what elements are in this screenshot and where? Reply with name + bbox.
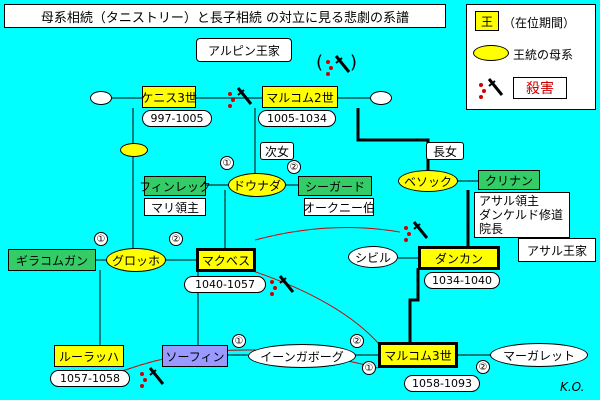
marriage-number: ② (476, 360, 490, 374)
mother-oval-unnamed (120, 143, 148, 157)
title-mormaer-moray: マリ領主 (144, 198, 206, 216)
house-alpin: アルピン王家 (196, 38, 292, 62)
legend-mother-label: 王統の母系 (513, 48, 574, 62)
title-abbot-line: ダンケルド修道 (479, 208, 564, 222)
uncertain-murder: ) (350, 52, 358, 73)
reign-malcolm3: 1058-1093 (404, 375, 480, 392)
legend-dagger-icon (479, 78, 504, 99)
noble-sigurd: シーガード (298, 176, 372, 196)
reign-macbeth: 1040-1057 (184, 276, 266, 293)
murder-dagger-icon (270, 275, 295, 296)
page-title: 母系相続（タニストリー）と長子相続 の対立に見る悲劇の系譜 (4, 4, 446, 28)
person-ingibjorg: イーンガボーグ (248, 344, 356, 368)
king-macbeth: マクベス (196, 248, 256, 272)
king-lulach: ルーラッハ (54, 345, 124, 367)
relation-second-daughter: 次女 (260, 142, 294, 160)
murder-dagger-icon (326, 55, 351, 76)
noble-gillacomgain: ギラコムガン (8, 249, 96, 271)
reign-malcolm2: 1005-1034 (258, 110, 336, 127)
legend: 王 （在位期間） 王統の母系 殺害 (466, 4, 596, 110)
marriage-number: ① (220, 156, 234, 170)
noble-finlaech: フィンレック (139, 176, 211, 196)
king-duncan: ダンカン (418, 246, 500, 270)
marriage-number: ② (169, 232, 183, 246)
relation-eldest-daughter: 長女 (426, 142, 464, 160)
king-malcolm2: マルコム2世 (262, 86, 338, 108)
title-earl-orkney: オークニー伯 (303, 198, 375, 216)
reign-kenneth3: 997-1005 (142, 110, 212, 127)
unnamed-ancestor-left (90, 91, 112, 105)
reign-duncan: 1034-1040 (424, 272, 500, 289)
mother-gruoch: グロッホ (106, 248, 166, 272)
mother-bethoc: ベソック (398, 170, 458, 192)
title-abbot-line: 院長 (479, 222, 504, 236)
legend-reign-label: （在位期間） (503, 16, 576, 30)
reign-lulach: 1057-1058 (50, 370, 130, 387)
title-abbot-line: アサル領主 (479, 194, 540, 208)
uncertain-murder: ( (316, 52, 324, 73)
legend-king-box: 王 (475, 11, 499, 31)
person-margaret: マーガレット (490, 343, 588, 367)
king-kenneth3: ケニス3世 (141, 86, 197, 108)
legend-murder-label: 殺害 (513, 77, 567, 99)
murder-dagger-icon (228, 87, 253, 108)
marriage-number: ② (350, 334, 364, 348)
murder-dagger-icon (404, 221, 429, 242)
legend-mother-oval (473, 45, 509, 61)
king-malcolm3: マルコム3世 (378, 342, 458, 368)
marriage-number: ① (362, 361, 376, 375)
earl-thorfinn: ソーフィン (162, 345, 228, 367)
signature: K.O. (560, 380, 585, 394)
mother-doada: ドウナダ (228, 173, 286, 197)
marriage-number: ① (94, 232, 108, 246)
murder-dagger-icon (140, 367, 165, 388)
unnamed-ancestor-right (370, 91, 392, 105)
marriage-number: ② (287, 160, 301, 174)
marriage-number: ① (232, 334, 246, 348)
house-athol: アサル王家 (518, 238, 596, 262)
person-sybil: シビル (348, 246, 398, 268)
title-abbot: アサル領主 ダンケルド修道 院長 (474, 192, 570, 238)
noble-crinan: クリナン (478, 170, 540, 190)
